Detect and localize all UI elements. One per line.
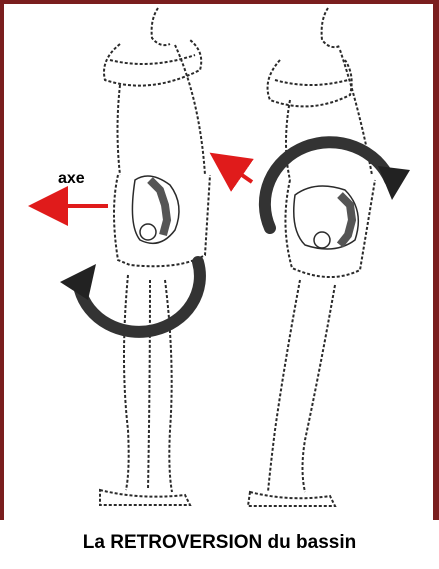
left-figure [100,8,210,505]
left-rotation-arrow-icon [60,262,200,332]
axis-label: axe [58,170,85,188]
left-pelvis-icon [132,176,179,243]
figure-caption: La RETROVERSION du bassin [0,532,439,554]
tilt-arrow-icon [226,164,252,182]
right-pelvis-icon [294,186,359,249]
right-figure [248,8,375,506]
right-rotation-arrow-icon [265,142,410,228]
